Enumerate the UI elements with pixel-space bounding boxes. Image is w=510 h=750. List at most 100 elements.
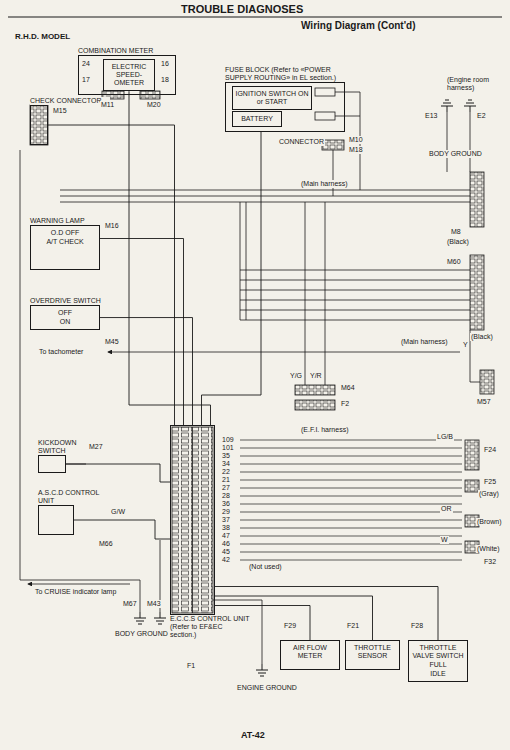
harness-wire [240,560,462,561]
wire-connector [100,318,193,425]
wire-label: M20 [146,101,162,109]
wire-label: M43 [146,600,162,608]
wire-label: (Not used) [248,563,283,571]
pin-number: 42 [221,556,231,564]
pin-number: 28 [221,492,231,500]
pin-number: 34 [221,460,231,468]
wire-label: To tachometer [38,348,84,356]
wire-label: (Brown) [476,518,503,526]
component-text: FULL [411,661,465,669]
component-name: OVERDRIVE SWITCH [30,297,110,305]
harness-wire [240,440,462,441]
harness-wire [240,512,462,513]
wire-label: F24 [483,446,497,454]
wire-label: CONNECTOR [278,138,325,146]
wire-connector [74,520,170,539]
wire-label: M67 [122,600,138,608]
harness-wire [240,456,462,457]
wire-connector [66,464,170,482]
wire-label: M66 [98,540,114,548]
wire-label: 24 [81,60,91,68]
wire-label: Y/G [289,372,303,380]
wire-label: BODY GROUND [428,150,483,158]
pin-number: 101 [221,444,235,452]
wire-label: AT-42 [240,730,266,740]
pin-number: 45 [221,548,231,556]
wire-label: F25 [483,478,497,486]
wire-label: F21 [346,622,360,630]
component-name: THROTTLE VALVE SWITCH [411,644,465,660]
pin-number: 22 [221,468,231,476]
component-name: ELECTRIC SPEED-OMETER [106,63,152,87]
harness-wire [240,520,462,521]
wire-label: M10 [348,136,364,144]
wire-label: 16 [160,60,170,68]
wire-label: (Black) [470,333,494,341]
pin-number: 109 [221,436,235,444]
component-box: CHECK CONNECTOR [30,105,48,145]
wire-label: M60 [446,258,462,266]
wire-label: Y [462,341,469,349]
wire-connector [48,125,175,425]
wire-connector [100,239,184,426]
wire-label: G/W [110,508,126,516]
harness-wire [240,464,462,465]
component-box: OVERDRIVE SWITCHOFFON [30,305,100,330]
component-name: WARNING LAMP [30,217,110,225]
wire-label: M11 [100,101,115,109]
component-text: O.D OFF [33,229,97,237]
pin-number: 46 [221,540,231,548]
component-text: ON [33,318,97,326]
wire-label: 17 [81,76,91,84]
component-box: WARNING LAMPO.D OFFA/T CHECK [30,225,100,270]
wire-label: Wiring Diagram (Cont'd) [300,20,417,32]
pin-number: 29 [221,508,231,516]
wire-label: E2 [476,112,487,120]
component-box: BATTERY [232,111,282,127]
pin-number: 38 [221,524,231,532]
wire-label: M27 [88,443,104,451]
component-name: FUSE BLOCK (Refer to «POWER SUPPLY ROUTI… [225,66,345,82]
component-box: AIR FLOW METER [280,640,340,670]
wire-label: E13 [424,112,438,120]
wire-label: (White) [476,545,501,553]
wire-label: ENGINE GROUND [236,684,298,692]
wire-label: F28 [410,622,424,630]
wire-label: M8 [450,228,462,236]
component-box: FUSE BLOCK (Refer to «POWER SUPPLY ROUTI… [225,82,345,132]
wire-label: (Main harness) [400,338,449,346]
harness-wire [240,448,462,449]
wire-label: W [440,536,449,544]
wire-label: F1 [186,662,196,670]
wire-label: (Main harness) [300,180,349,188]
harness-wire [240,472,462,473]
wire-label: M15 [52,107,68,115]
component-name: AIR FLOW METER [283,644,337,660]
component-name: E.C.C.S CONTROL UNIT (Refer to EF&EC sec… [170,615,250,639]
component-box: THROTTLE VALVE SWITCHFULLIDLE [408,640,468,682]
wire-label: F29 [283,622,297,630]
component-box: ELECTRIC SPEED-OMETER [103,59,155,91]
harness-wire [240,552,462,553]
component-text: IDLE [411,670,465,678]
harness-wire [240,504,462,505]
component-box: E.C.C.S CONTROL UNIT (Refer to EF&EC sec… [170,425,215,615]
wire-label: Y/R [309,372,323,380]
component-name: BATTERY [235,115,279,123]
harness-wire [240,544,462,545]
wire-label: BODY GROUND [114,630,169,638]
component-name: COMBINATION METER [78,47,178,55]
component-box: A.S.C.D CONTROL UNIT [38,505,74,535]
harness-wire [240,496,462,497]
wire-label: M64 [340,384,356,392]
harness-wire [240,528,462,529]
pin-number: 37 [221,516,231,524]
wire-label: F32 [483,558,497,566]
component-box: KICKDOWN SWITCH [38,455,66,473]
component-box: THROTTLE SENSOR [345,640,400,670]
pin-number: 36 [221,500,231,508]
harness-wire [240,480,462,481]
wire-label: M45 [104,338,120,346]
pin-number: 35 [221,452,231,460]
component-name: IGNITION SWITCH ON or START [235,90,309,106]
